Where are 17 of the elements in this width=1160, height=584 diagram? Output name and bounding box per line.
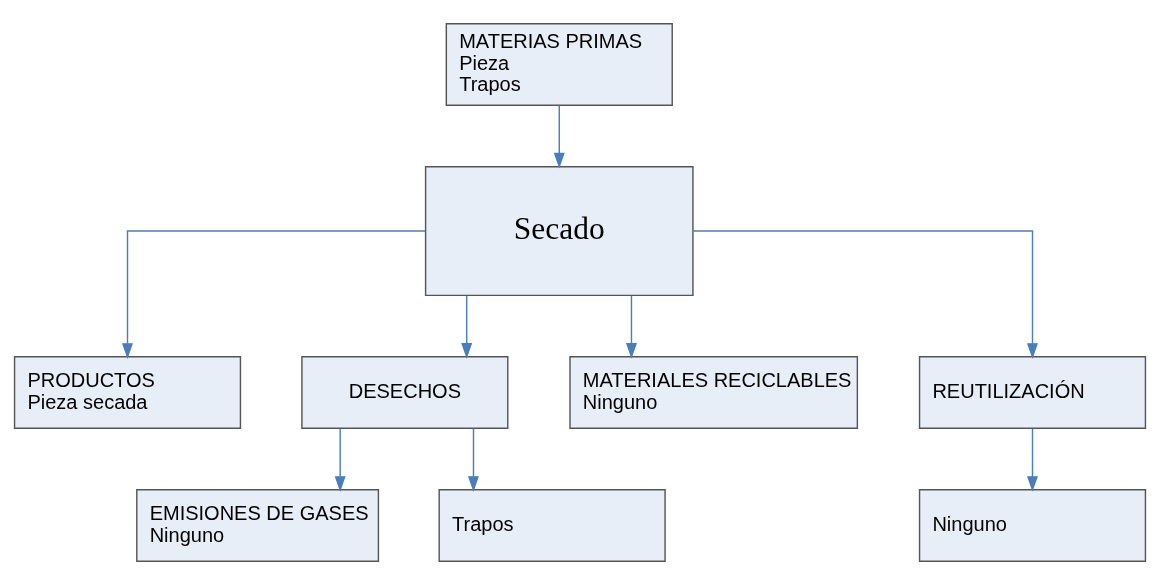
- node-box: MATERIAS PRIMAS Pieza Trapos: [445, 22, 673, 106]
- node-box: REUTILIZACIÓN: [918, 355, 1147, 429]
- arrow: [625, 294, 637, 359]
- node-box: Secado: [424, 165, 694, 296]
- arrow: [692, 229, 1038, 359]
- arrow: [1027, 427, 1038, 492]
- arrow: [553, 104, 565, 168]
- arrow: [467, 427, 479, 492]
- node-box: MATERIALES RECICLABLES Ninguno: [569, 355, 859, 429]
- node-box: Trapos: [438, 488, 666, 562]
- arrow: [122, 229, 426, 359]
- arrow: [334, 427, 346, 492]
- node-box: DESECHOS: [301, 355, 509, 429]
- node-box: Ninguno: [918, 488, 1147, 562]
- node-box: PRODUCTOS Pieza secada: [13, 355, 242, 429]
- arrow: [461, 294, 473, 359]
- node-box: EMISIONES DE GASES Ninguno: [136, 488, 380, 562]
